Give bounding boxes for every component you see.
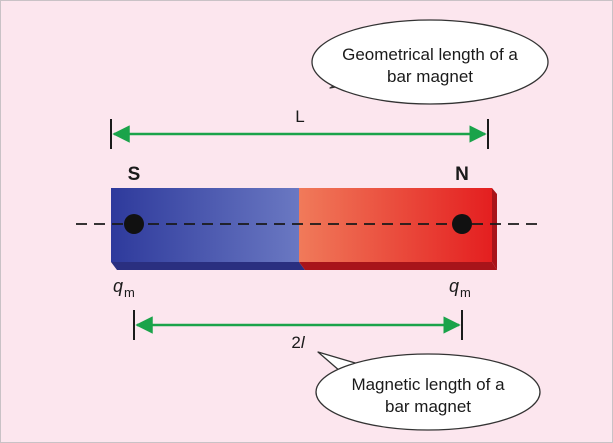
bar-magnet <box>111 188 497 270</box>
magnetic-length-dimension: 2l <box>133 310 463 352</box>
svg-text:q: q <box>449 276 459 296</box>
geometric-length-callout: Geometrical length of a bar magnet <box>311 19 549 105</box>
callout-top-line2: bar magnet <box>387 67 473 86</box>
north-pole-label: N <box>455 164 469 185</box>
magnetic-length-callout: Magnetic length of a bar magnet <box>315 351 541 431</box>
geometric-length-label: L <box>295 107 304 126</box>
north-pole-point <box>452 214 472 234</box>
south-pole-point <box>124 214 144 234</box>
callout-top-line1: Geometrical length of a <box>342 45 518 64</box>
svg-text:q: q <box>113 276 123 296</box>
callout-bottom-line1: Magnetic length of a <box>351 375 505 394</box>
geometric-length-dimension: L <box>110 107 489 149</box>
magnetic-length-label: 2l <box>291 333 305 352</box>
pole-strength-north: q m <box>449 276 471 300</box>
svg-text:m: m <box>124 285 135 300</box>
pole-strength-south: q m <box>113 276 135 300</box>
svg-text:m: m <box>460 285 471 300</box>
south-pole-label: S <box>128 164 141 185</box>
callout-bottom-line2: bar magnet <box>385 397 471 416</box>
